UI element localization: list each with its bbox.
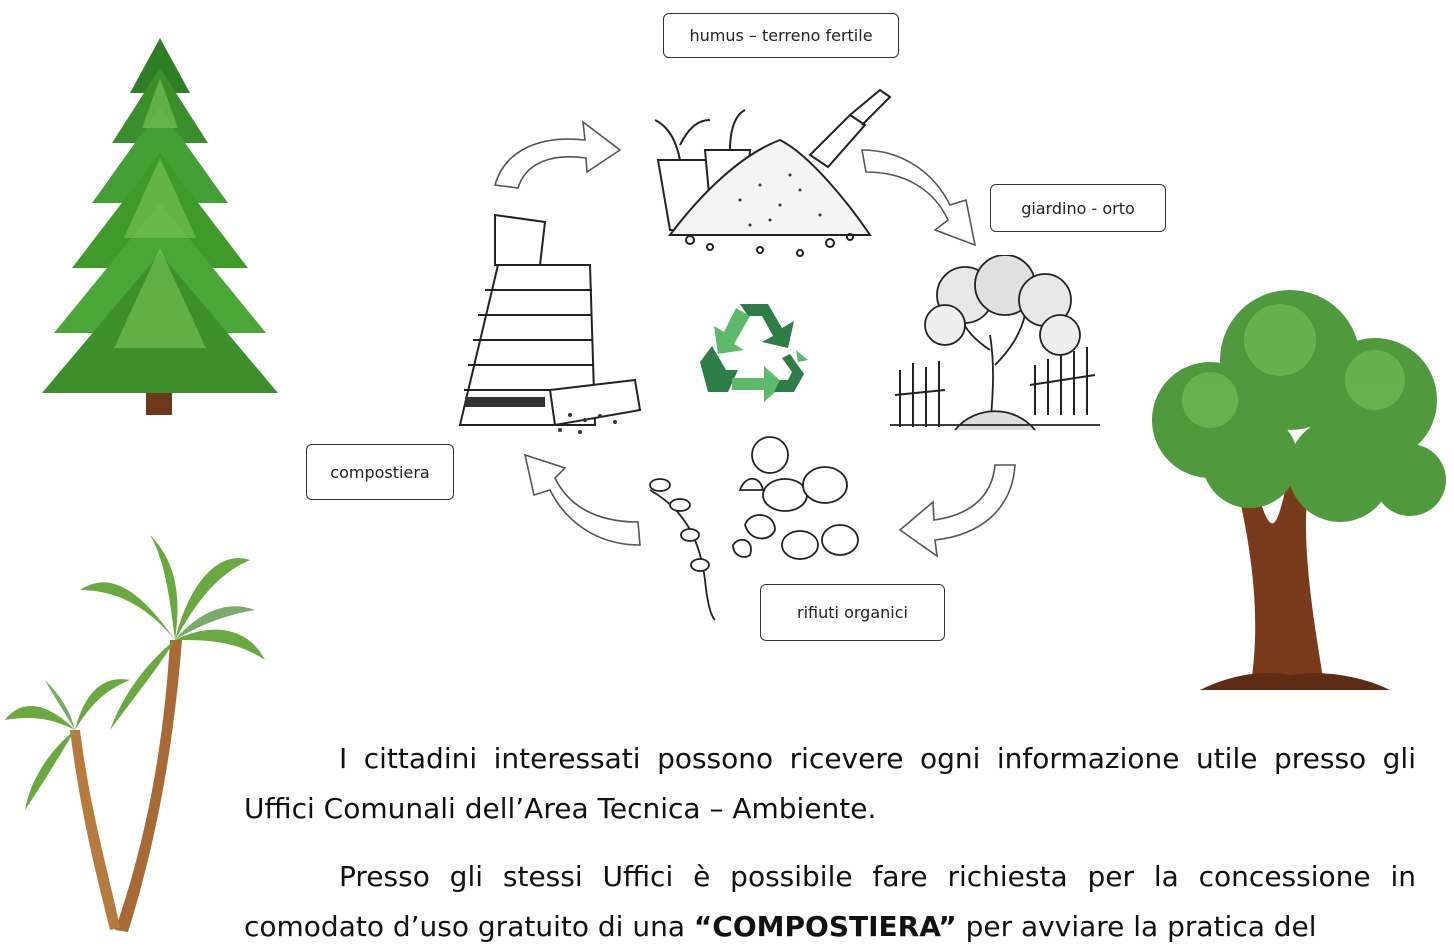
humus-illustration (654, 88, 892, 257)
pine-tree-illustration (42, 38, 278, 415)
compost-bin-illustration (458, 213, 642, 434)
arrow-humus-to-giardino (861, 149, 977, 247)
compostiera-emphasis: “COMPOSTIERA” (693, 910, 957, 943)
arrow-rifiuti-to-compostiera (523, 453, 641, 546)
paragraph-info: I cittadini interessati possono ricevere… (244, 734, 1416, 834)
paragraph-info-text: I cittadini interessati possono ricevere… (244, 742, 1416, 825)
label-humus-text: humus – terreno fertile (689, 26, 873, 45)
label-compostiera-text: compostiera (330, 462, 430, 482)
label-rifiuti: rifiuti organici (760, 584, 945, 641)
label-giardino-text: giardino - orto (1021, 198, 1135, 218)
label-humus: humus – terreno fertile (663, 13, 899, 58)
paragraph-compostiera-after: per avviare la pratica del (956, 910, 1317, 943)
palm-tree-illustration (5, 535, 265, 932)
arrow-compostiera-to-humus (493, 120, 622, 189)
label-giardino: giardino - orto (990, 184, 1166, 232)
garden-illustration (890, 255, 1100, 431)
arrow-giardino-to-rifiuti (898, 464, 1016, 558)
paragraph-compostiera: Presso gli stessi Uffici è possibile far… (244, 852, 1416, 952)
oak-tree-illustration (1152, 290, 1446, 690)
organic-waste-illustration (649, 436, 859, 621)
recycle-icon (700, 304, 808, 402)
label-rifiuti-text: rifiuti organici (797, 603, 908, 622)
label-compostiera: compostiera (306, 444, 454, 500)
cycle-arrows (493, 120, 1016, 558)
